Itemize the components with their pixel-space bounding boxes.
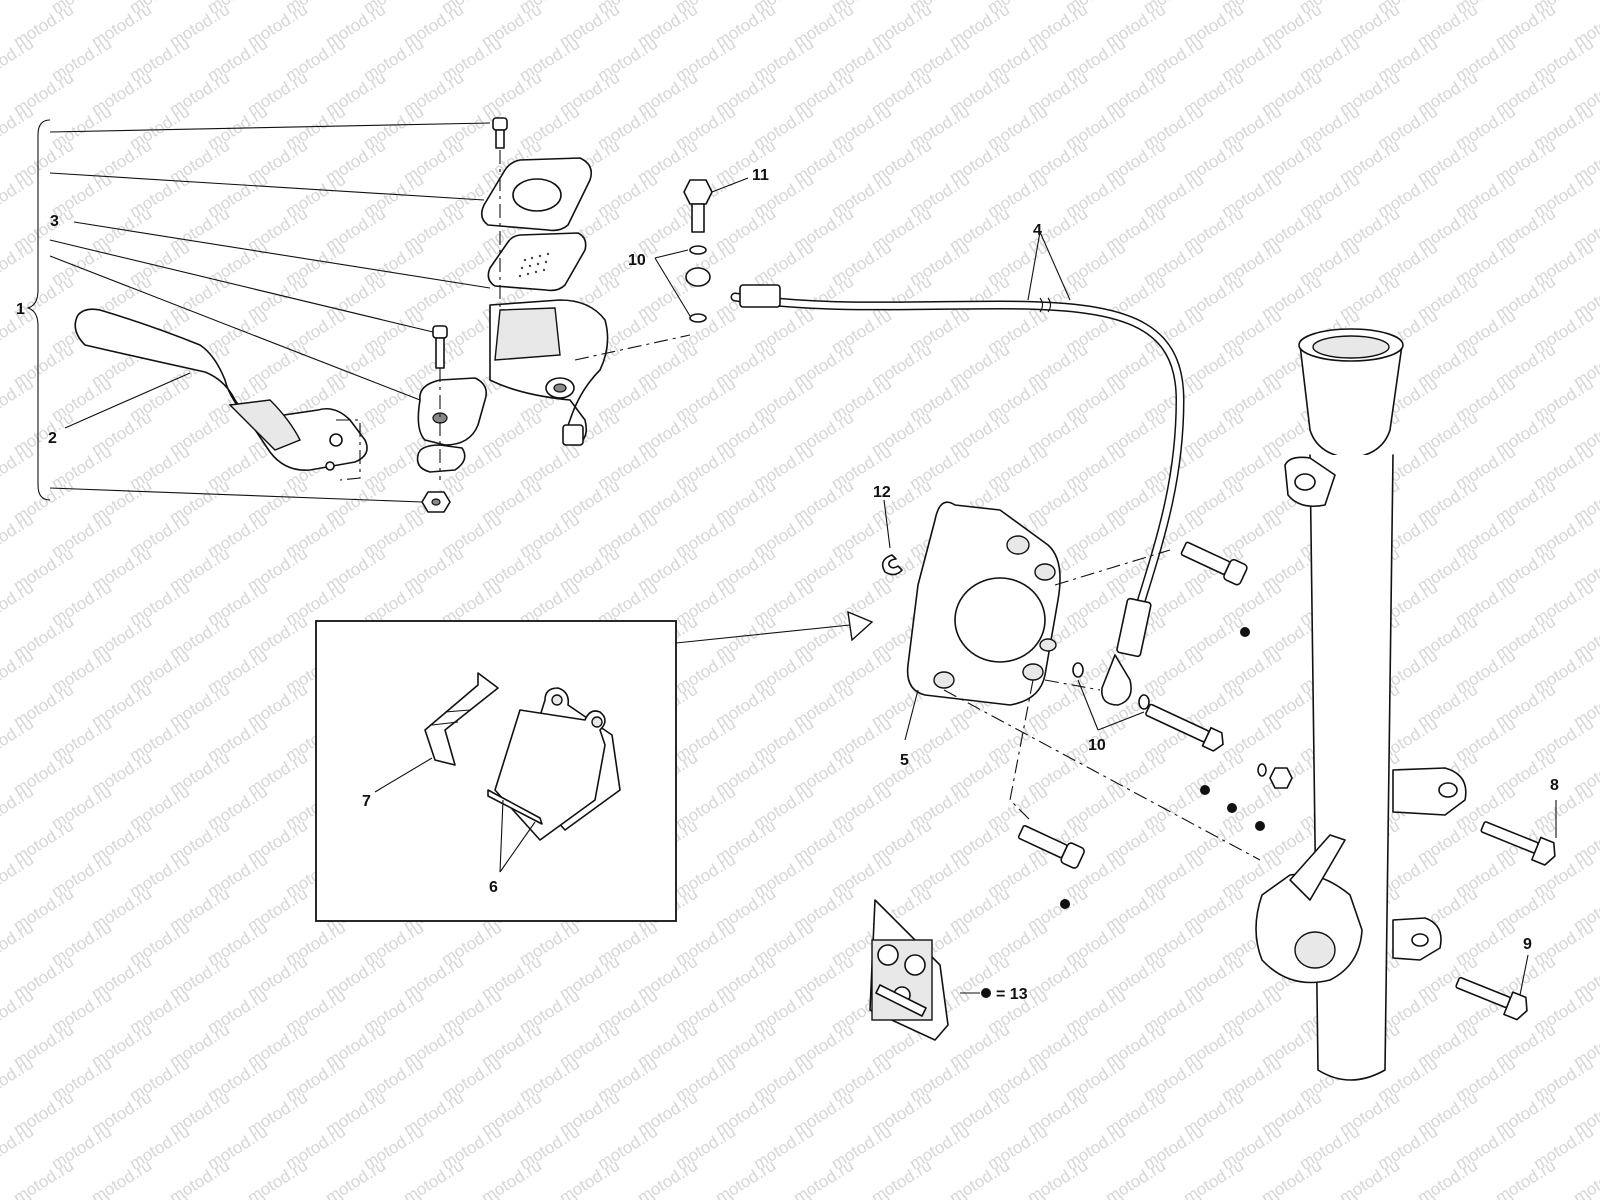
watermark-text: motod.ru [126,1190,193,1200]
watermark-text: motod.ru [1530,1190,1597,1200]
reservoir-cup [494,307,561,361]
watermark-text: motod.ru [0,714,37,766]
cover-screw [492,117,508,149]
callout-12: 12 [873,484,891,501]
watermark-text: motod.ru [0,578,37,630]
inset-frame [315,620,677,922]
watermark-text: motod.ru [0,1054,37,1106]
watermark-text: motod.ru [672,1190,739,1200]
watermark-text: motod.ru [0,986,37,1038]
watermark-text: motod.ru [48,1190,115,1200]
lower-bracket-hole [1411,933,1429,947]
callout-10-upper: 10 [628,252,646,269]
watermark-text: motod.ru [0,0,37,17]
watermark-text: motod.ru [438,1190,505,1200]
ear-lower [416,444,466,473]
callout-9: 9 [1523,936,1532,953]
watermark-text: motod.ru [1140,1190,1207,1200]
callout-1: 1 [16,301,25,318]
washer-lower [689,313,707,323]
watermark-text: motod.ru [0,34,37,86]
mid-bracket-hole [1438,782,1458,798]
callout-6: 6 [489,879,498,896]
bleed-port [1039,638,1057,652]
callout-7: 7 [362,793,371,810]
fork-top-inner [1312,335,1390,359]
watermark-text: motod.ru [0,374,37,426]
watermark-text: motod.ru [750,1190,817,1200]
mount-hole-upper [1006,535,1030,555]
watermark-text: motod.ru [1296,1190,1363,1200]
washer-mid-b [1138,694,1150,710]
washer-mid-a [1072,662,1084,678]
hose-fitting-bottom [1116,597,1152,658]
washer-mid-c [1257,763,1267,777]
watermark-text: motod.ru [984,1190,1051,1200]
watermark-text: motod.ru [204,1190,271,1200]
axle-hole [1294,931,1336,969]
callout-13: = 13 [996,986,1028,1003]
callout-3: 3 [50,213,59,230]
watermark-text: motod.ru [1452,1190,1519,1200]
callout-4: 4 [1033,222,1042,239]
watermark-text: motod.ru [516,1190,583,1200]
lever-adjuster-hole [325,461,335,471]
watermark-text: motod.ru [282,1190,349,1200]
watermark-text: motod.ru [0,646,37,698]
hose-fitting-top [739,284,781,308]
watermark-text: motod.ru [0,918,37,970]
watermark-text: motod.ru [1218,1190,1285,1200]
watermark-text: motod.ru [1374,1190,1441,1200]
fork-top-cup [1299,344,1403,459]
callout-5: 5 [900,752,909,769]
watermark-text: motod.ru [0,238,37,290]
banjo-bolt-shank [691,203,705,233]
caliper-piston-housing [954,577,1046,663]
nut-mid [1269,767,1293,789]
watermark-text: motod.ru [0,850,37,902]
callout-11: 11 [752,167,769,184]
watermark-text: motod.ru [360,1190,427,1200]
fork-tube [1309,454,1394,1081]
cover-center [512,178,562,212]
master-cylinder-assembly [26,117,691,513]
callout-10-lower: 10 [1088,737,1106,754]
mount-hole-lower [1022,663,1044,681]
lever-pivot-hole [329,433,343,447]
watermark-text: motod.ru [0,782,37,834]
end-cap [562,424,584,446]
inset-arrowhead [847,610,874,642]
watermark-text: motod.ru [0,102,37,154]
upper-lug-hole [1294,473,1316,491]
pivot-nut [421,491,451,513]
banjo-bolt-head [683,179,713,205]
callout-8: 8 [1550,777,1559,794]
watermark-text: motod.ru [0,1122,37,1174]
mount-hole-left [933,671,955,689]
watermark-text: motod.ru [0,442,37,494]
watermark-text: motod.ru [828,1190,895,1200]
port-hole [553,383,567,393]
watermark-text: motod.ru [594,1190,661,1200]
lever-mount-ear [417,377,488,446]
callout-2: 2 [48,430,57,447]
watermark-text: motod.ru [906,1190,973,1200]
watermark-text: motod.ru [0,170,37,222]
washer-upper [689,245,707,255]
watermark-text: motod.ru [1062,1190,1129,1200]
mount-hole-right [1034,563,1056,581]
banjo-fitting [685,267,711,287]
watermark-text: motod.ru [0,510,37,562]
